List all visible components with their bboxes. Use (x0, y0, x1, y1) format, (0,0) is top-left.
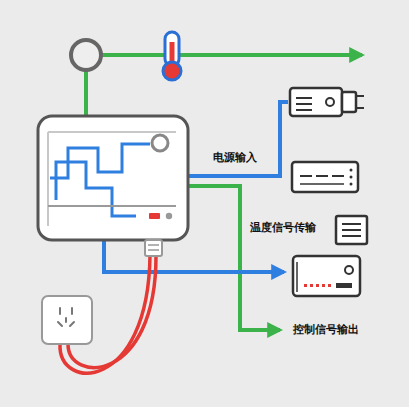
controller-box (38, 116, 188, 240)
plug (145, 240, 162, 256)
power-line (186, 102, 288, 176)
thermometer (163, 32, 181, 80)
sensor-circle (71, 40, 101, 70)
projector-device (290, 88, 364, 116)
signal-label: 控制信号输出 (292, 323, 360, 337)
signal-label: 温度信号传输 (249, 221, 317, 235)
wall-outlet (42, 296, 92, 344)
device (292, 162, 358, 192)
power-line (104, 240, 284, 272)
oven-device (293, 256, 360, 296)
sensor-device (336, 216, 367, 244)
signal-label: 电源输入 (212, 151, 258, 165)
control-line (186, 186, 280, 330)
sensor-line (86, 55, 362, 116)
